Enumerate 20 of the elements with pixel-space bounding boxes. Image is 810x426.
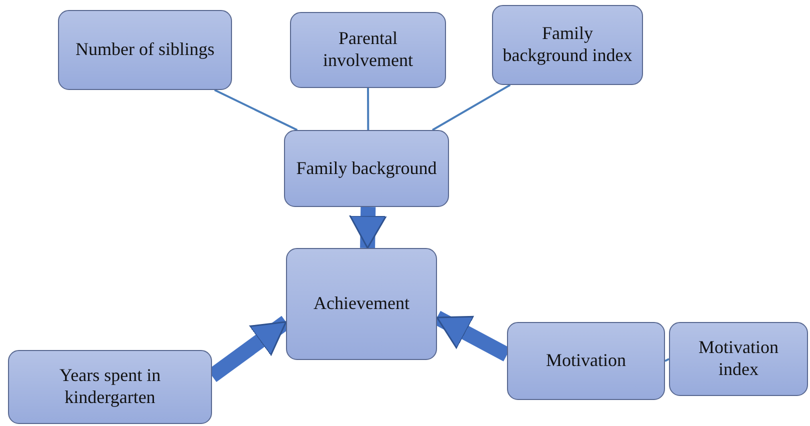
node-text: Motivation index (698, 337, 780, 381)
node-text: Parental involvement (322, 28, 414, 72)
connector-line (367, 88, 370, 130)
connector-line (214, 89, 298, 131)
rounded-box (286, 248, 437, 360)
connector-line (432, 84, 511, 131)
rounded-box (58, 10, 232, 90)
rounded-box (507, 322, 665, 400)
rounded-box (8, 350, 212, 424)
block-arrow (349, 206, 387, 249)
node-text: Family background (296, 158, 437, 180)
node-text: Years spent in kindergarten (58, 365, 162, 409)
rounded-box (669, 322, 808, 396)
node-text: Achievement (314, 293, 410, 315)
node-text: Family background index (502, 23, 634, 67)
rounded-box (492, 5, 643, 85)
node-text: Number of siblings (76, 39, 214, 61)
node-text: Motivation (546, 350, 626, 372)
rounded-box (290, 12, 446, 88)
rounded-box (284, 130, 449, 207)
